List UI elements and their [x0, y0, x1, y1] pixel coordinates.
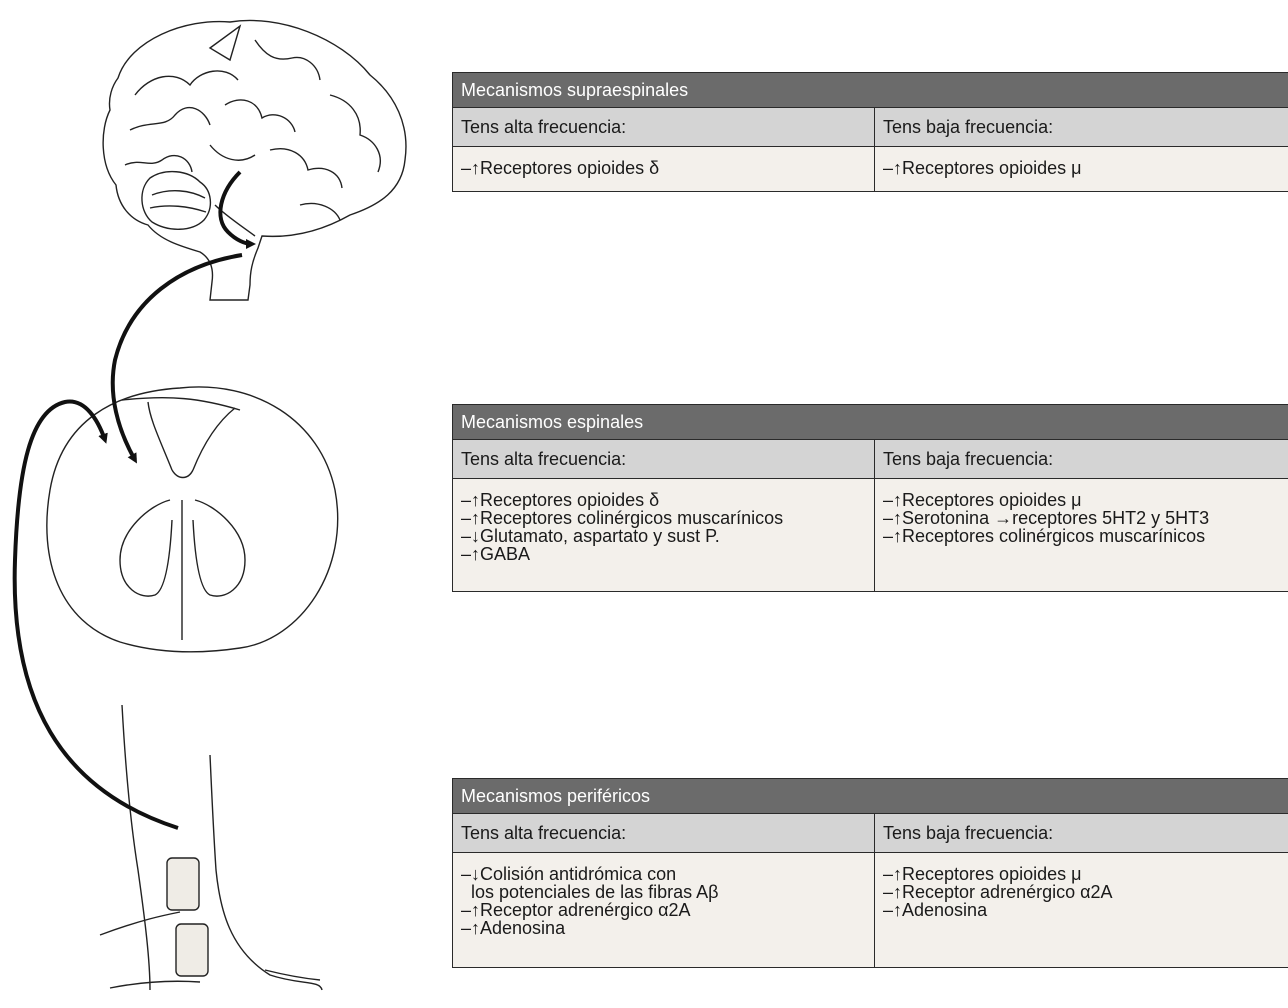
list-item: –↑Receptores opioides μ — [883, 864, 1082, 884]
list-item: –↑GABA — [461, 544, 531, 564]
list-item: –↑Receptores colinérgicos muscarínicos — [461, 508, 784, 528]
table-header-row: Tens alta frecuencia: Tens baja frecuenc… — [453, 440, 1288, 479]
list-item: –↓Glutamato, aspartato y sust P. — [461, 526, 720, 546]
table-title: Mecanismos periféricos — [453, 779, 1288, 814]
list-item: –↑Adenosina — [461, 918, 566, 938]
low-frequency-cell: –↑Receptores opioides μ — [875, 147, 1288, 191]
list-item: –↑Receptores colinérgicos muscarínicos — [883, 526, 1206, 546]
col-header-low-frequency: Tens baja frecuencia: — [875, 814, 1288, 852]
leg-drawing — [99, 704, 323, 991]
list-item: –↑Serotonina →receptores 5HT2 y 5HT3 — [883, 508, 1210, 528]
electrode-upper — [166, 857, 200, 911]
anatomy-illustration — [12, 19, 407, 991]
list-item: –↑Adenosina — [883, 900, 988, 920]
list-item: –↑Receptor adrenérgico α2A — [461, 900, 691, 920]
list-item: –↑Receptores opioides μ — [883, 158, 1082, 178]
col-header-high-frequency: Tens alta frecuencia: — [453, 440, 875, 478]
list-item: –↑Receptor adrenérgico α2A — [883, 882, 1113, 902]
low-frequency-cell: –↑Receptores opioides μ –↑Receptor adren… — [875, 853, 1288, 967]
list-item: –↑Receptores opioides μ — [883, 490, 1082, 510]
low-frequency-cell: –↑Receptores opioides μ –↑Serotonina →re… — [875, 479, 1288, 591]
brain-drawing — [102, 19, 407, 301]
col-header-high-frequency: Tens alta frecuencia: — [453, 108, 875, 146]
list-item: –↓Colisión antidrómica con — [461, 864, 677, 884]
table-header-row: Tens alta frecuencia: Tens baja frecuenc… — [453, 108, 1288, 147]
table-body-row: –↓Colisión antidrómica con los potencial… — [453, 853, 1288, 967]
high-frequency-cell: –↑Receptores opioides δ –↑Receptores col… — [453, 479, 875, 591]
high-frequency-cell: –↓Colisión antidrómica con los potencial… — [453, 853, 875, 967]
peripheral-table: Mecanismos periféricos Tens alta frecuen… — [452, 778, 1288, 968]
table-body-row: –↑Receptores opioides δ –↑Receptores opi… — [453, 147, 1288, 191]
list-item: –↑Receptores opioides δ — [461, 490, 660, 510]
spinal-table: Mecanismos espinales Tens alta frecuenci… — [452, 404, 1288, 592]
high-frequency-cell: –↑Receptores opioides δ — [453, 147, 875, 191]
electrode-lower — [175, 923, 209, 977]
list-item: –↑Receptores opioides δ — [461, 158, 660, 178]
col-header-high-frequency: Tens alta frecuencia: — [453, 814, 875, 852]
col-header-low-frequency: Tens baja frecuencia: — [875, 440, 1288, 478]
table-body-row: –↑Receptores opioides δ –↑Receptores col… — [453, 479, 1288, 591]
table-title: Mecanismos supraespinales — [453, 73, 1288, 108]
supraspinal-table: Mecanismos supraespinales Tens alta frec… — [452, 72, 1288, 192]
table-title: Mecanismos espinales — [453, 405, 1288, 440]
list-item: los potenciales de las fibras Aβ — [461, 882, 719, 902]
col-header-low-frequency: Tens baja frecuencia: — [875, 108, 1288, 146]
spinal-cord-drawing — [46, 386, 339, 653]
pathway-arrows — [12, 170, 256, 830]
table-header-row: Tens alta frecuencia: Tens baja frecuenc… — [453, 814, 1288, 853]
